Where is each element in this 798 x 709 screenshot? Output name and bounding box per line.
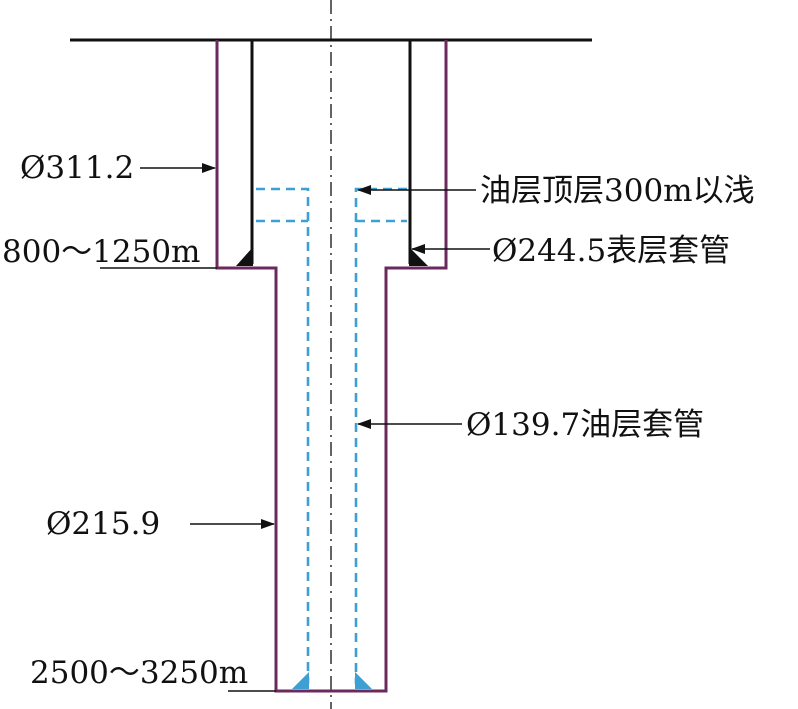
surface-casing-shoe-right: [409, 247, 428, 266]
surface-casing-shoe-left: [236, 247, 253, 266]
label-production-casing: Ø139.7油层套管: [466, 407, 704, 443]
label-total-depth: 2500～3250m: [30, 655, 248, 691]
label-hole-bottom-diameter: Ø215.9: [46, 506, 160, 542]
production-casing-right: [354, 187, 407, 684]
label-hole-top-diameter: Ø311.2: [20, 150, 134, 186]
label-surface-depth: 800～1250m: [2, 234, 200, 270]
wellbore-outline-left: [215, 40, 448, 693]
production-casing-shoe-left: [292, 672, 309, 689]
label-reservoir-top: 油层顶层300m以浅: [480, 173, 755, 209]
label-surface-casing: Ø244.5表层套管: [492, 233, 730, 269]
production-casing-shoe-right: [355, 672, 372, 689]
production-casing-left: [256, 187, 310, 684]
production-casing: [256, 187, 407, 684]
